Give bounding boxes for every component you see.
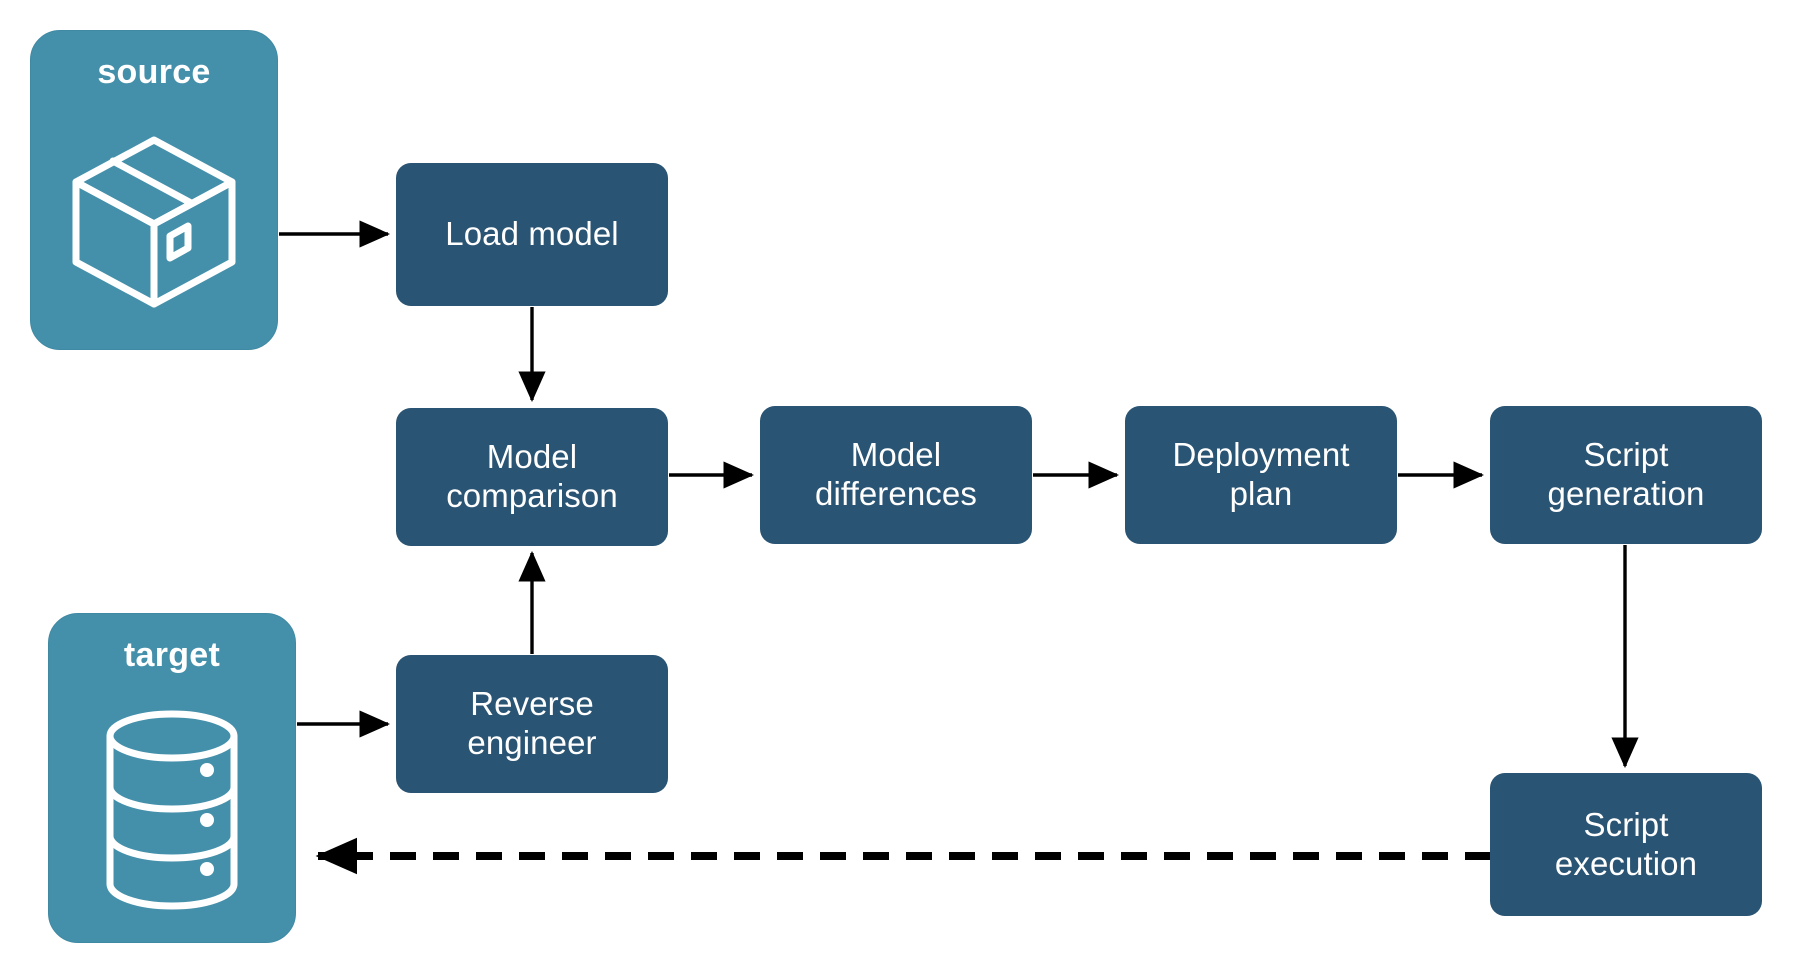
process-model-differences[interactable]: Model differences [760,406,1032,544]
process-deployment-plan[interactable]: Deployment plan [1125,406,1397,544]
process-load-model[interactable]: Load model [396,163,668,306]
endpoint-source[interactable]: source [30,30,278,350]
process-reverse-engineer-label: Reverse engineer [467,685,597,761]
process-script-execution[interactable]: Script execution [1490,773,1762,916]
process-script-execution-label: Script execution [1554,805,1698,882]
process-script-generation[interactable]: Script generation [1490,406,1762,544]
endpoint-target[interactable]: target [48,613,296,943]
process-model-comparison[interactable]: Model comparison [396,408,668,546]
process-model-differences-label: Model differences [815,436,977,512]
process-deployment-plan-label: Deployment plan [1172,436,1350,512]
endpoint-target-label: target [123,636,221,674]
process-load-model-label: Load model [445,215,619,253]
package-box-icon [31,96,277,349]
database-cylinder-icon [49,679,295,942]
process-model-comparison-label: Model comparison [446,438,618,514]
endpoint-source-label: source [97,53,211,91]
process-script-generation-label: Script generation [1547,436,1705,512]
process-reverse-engineer[interactable]: Reverse engineer [396,655,668,793]
